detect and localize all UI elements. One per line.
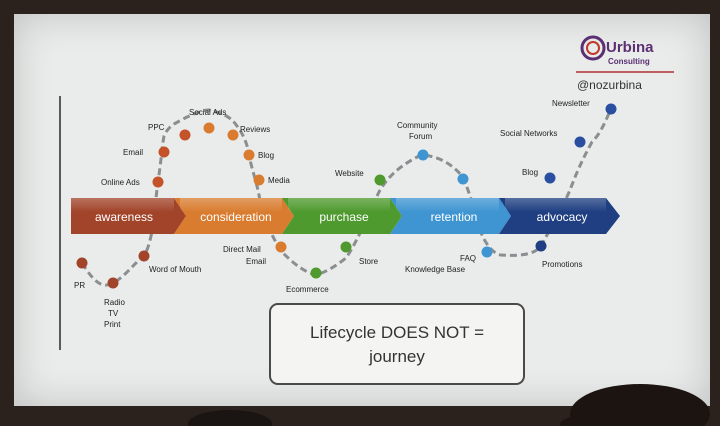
stage-label: purchase xyxy=(319,210,369,224)
touchpoint-dot xyxy=(535,240,547,252)
stage-awareness: awareness xyxy=(71,198,186,234)
stage-label: advocacy xyxy=(537,210,588,224)
touchpoint-label: Website xyxy=(335,169,364,178)
touchpoint-label: Forum xyxy=(409,132,432,141)
touchpoint-label: TV xyxy=(108,309,119,318)
touchpoint-label: Reviews xyxy=(240,125,270,134)
touchpoint-label: Email xyxy=(246,257,266,266)
touchpoint-label: Direct Mail xyxy=(223,245,261,254)
touchpoint-label: Email xyxy=(123,148,143,157)
touchpoint-label: Word of Mouth xyxy=(149,265,201,274)
touchpoint-dot xyxy=(107,277,119,289)
callout-line-2: journey xyxy=(368,347,425,366)
touchpoint-dot xyxy=(605,103,617,115)
brand-subtitle: Consulting xyxy=(608,57,650,66)
touchpoint-dot xyxy=(203,122,215,134)
touchpoint-label: Community xyxy=(397,121,437,130)
brand-logo: Urbina Consulting xyxy=(576,35,674,73)
touchpoint-label: Radio xyxy=(104,298,125,307)
touchpoint-label: PPC xyxy=(148,123,165,132)
touchpoint-dot xyxy=(243,149,255,161)
touchpoint-dot xyxy=(152,176,164,188)
callout-box: Lifecycle DOES NOT = journey xyxy=(269,303,525,385)
touchpoint-label: PR xyxy=(74,281,85,290)
stage-purchase: purchase xyxy=(282,198,402,234)
touchpoint-dot xyxy=(179,129,191,141)
stage-advocacy: advocacy xyxy=(499,198,620,234)
touchpoint-label: Social Ads xyxy=(189,108,226,117)
touchpoints: PR Radio TV Print Word of Mouth Online A… xyxy=(74,99,617,329)
touchpoint-label: Media xyxy=(268,176,290,185)
stage-label: consideration xyxy=(200,210,271,224)
touchpoint-dot xyxy=(253,174,265,186)
touchpoint-label: Newsletter xyxy=(552,99,590,108)
touchpoint-label: Print xyxy=(104,320,121,329)
touchpoint-label: Social Networks xyxy=(500,129,557,138)
touchpoint-dot xyxy=(574,136,586,148)
callout-line-1: Lifecycle DOES NOT = xyxy=(310,323,484,342)
touchpoint-dot xyxy=(457,173,469,185)
stage-label: retention xyxy=(431,210,478,224)
touchpoint-dot xyxy=(374,174,386,186)
touchpoint-label: Online Ads xyxy=(101,178,140,187)
touchpoint-label: Promotions xyxy=(542,260,582,269)
brand-name: Urbina xyxy=(606,39,654,56)
touchpoint-dot xyxy=(227,129,239,141)
touchpoint-dot xyxy=(310,267,322,279)
projected-slide: Urbina Consulting @nozurbina awareness c… xyxy=(14,14,710,406)
touchpoint-dot xyxy=(481,246,493,258)
touchpoint-dot xyxy=(76,257,88,269)
touchpoint-label: Blog xyxy=(522,168,538,177)
stage-retention: retention xyxy=(390,198,511,234)
lifecycle-stages: awareness consideration purchase retenti… xyxy=(71,198,620,234)
slide-canvas: Urbina Consulting @nozurbina awareness c… xyxy=(59,35,674,385)
touchpoint-dot xyxy=(417,149,429,161)
twitter-handle: @nozurbina xyxy=(577,78,642,92)
touchpoint-dot xyxy=(138,250,150,262)
touchpoint-label: FAQ xyxy=(460,254,476,263)
touchpoint-dot xyxy=(340,241,352,253)
touchpoint-dot xyxy=(544,172,556,184)
stage-label: awareness xyxy=(95,210,153,224)
touchpoint-dot xyxy=(275,241,287,253)
journey-wave xyxy=(80,108,613,287)
touchpoint-label: Knowledge Base xyxy=(405,265,466,274)
touchpoint-dot xyxy=(158,146,170,158)
stage-consideration: consideration xyxy=(174,198,294,234)
touchpoint-label: Store xyxy=(359,257,379,266)
touchpoint-label: Ecommerce xyxy=(286,285,329,294)
touchpoint-label: Blog xyxy=(258,151,274,160)
